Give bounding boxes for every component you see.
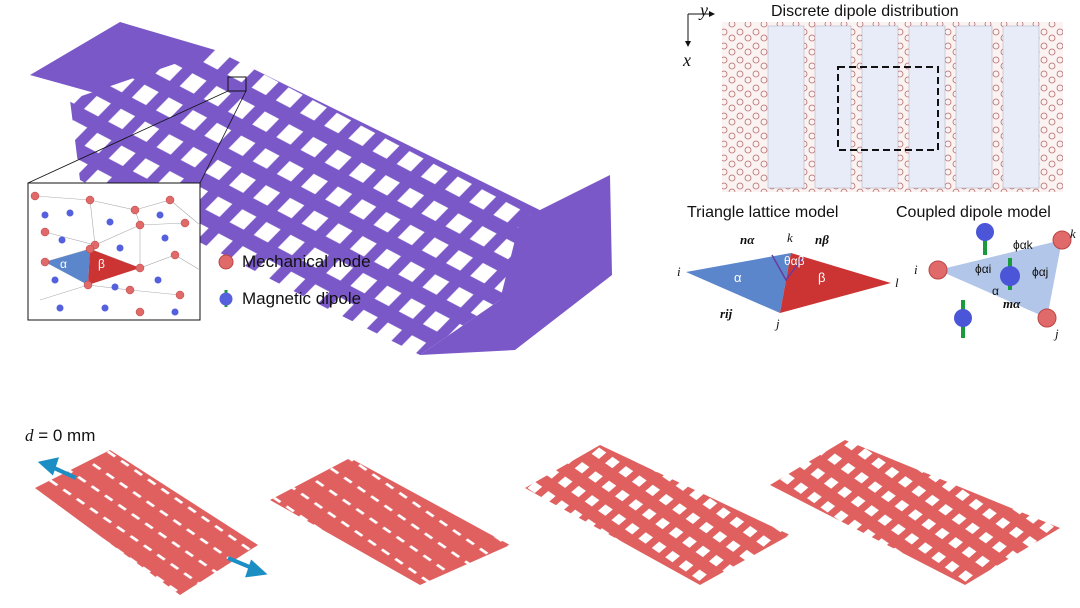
- node-i: i: [677, 264, 681, 279]
- r-ij-label: rij: [720, 306, 733, 321]
- inset-lattice: α β: [27, 182, 201, 321]
- phi-i-label: ϕαi: [975, 262, 992, 276]
- node-j: j: [776, 316, 780, 331]
- dipole-panel-title: Discrete dipole distribution: [771, 3, 959, 20]
- theta-label: θαβ: [784, 254, 805, 268]
- d-value: = 0 mm: [33, 426, 96, 445]
- inset-marker: [227, 76, 247, 92]
- d-symbol: d: [25, 426, 34, 445]
- inset-beta: β: [98, 257, 105, 271]
- dipole-distribution-image: [722, 22, 1063, 192]
- sheet-d0: [35, 450, 258, 595]
- axis-x-label: x: [683, 50, 691, 70]
- kirigami-sheet-purple: [30, 22, 612, 355]
- coupled-node-k: k: [1070, 226, 1076, 241]
- coupled-dipole-diagram: [928, 223, 1072, 338]
- phi-k-label: ϕαk: [1013, 238, 1033, 252]
- n-alpha-label: nα: [740, 232, 755, 247]
- coupled-node-j: j: [1055, 326, 1059, 341]
- legend-magnetic-dipole: Magnetic dipole: [242, 289, 362, 308]
- triangle-model-title: Triangle lattice model: [687, 204, 839, 221]
- m-alpha-label: mα: [1003, 296, 1021, 311]
- axis-y-label: y: [700, 0, 708, 20]
- legend-mechanical-node: Mechanical node: [242, 252, 371, 271]
- stretch-arrow-left: [51, 465, 77, 480]
- mechanical-node-icon: [218, 254, 234, 270]
- node-k: k: [787, 230, 793, 245]
- coupled-model-title: Coupled dipole model: [896, 204, 1051, 221]
- phi-j-label: ϕαj: [1032, 265, 1049, 279]
- coupled-node-i: i: [914, 262, 918, 277]
- sheet-d2: [525, 445, 790, 585]
- displacement-label: d = 0 mm: [25, 426, 95, 446]
- n-beta-label: nβ: [815, 232, 829, 247]
- inset-alpha: α: [60, 257, 67, 271]
- sheet-d1: [270, 458, 510, 585]
- node-l: l: [895, 275, 899, 290]
- triangle-lattice-diagram: [686, 253, 891, 313]
- sheet-d3: [770, 440, 1060, 585]
- stretch-arrow-right: [227, 556, 253, 570]
- magnetic-dipole-icon: [219, 292, 233, 306]
- tri-alpha: α: [734, 270, 742, 285]
- tri-beta: β: [818, 270, 826, 285]
- coupled-alpha: α: [992, 284, 999, 298]
